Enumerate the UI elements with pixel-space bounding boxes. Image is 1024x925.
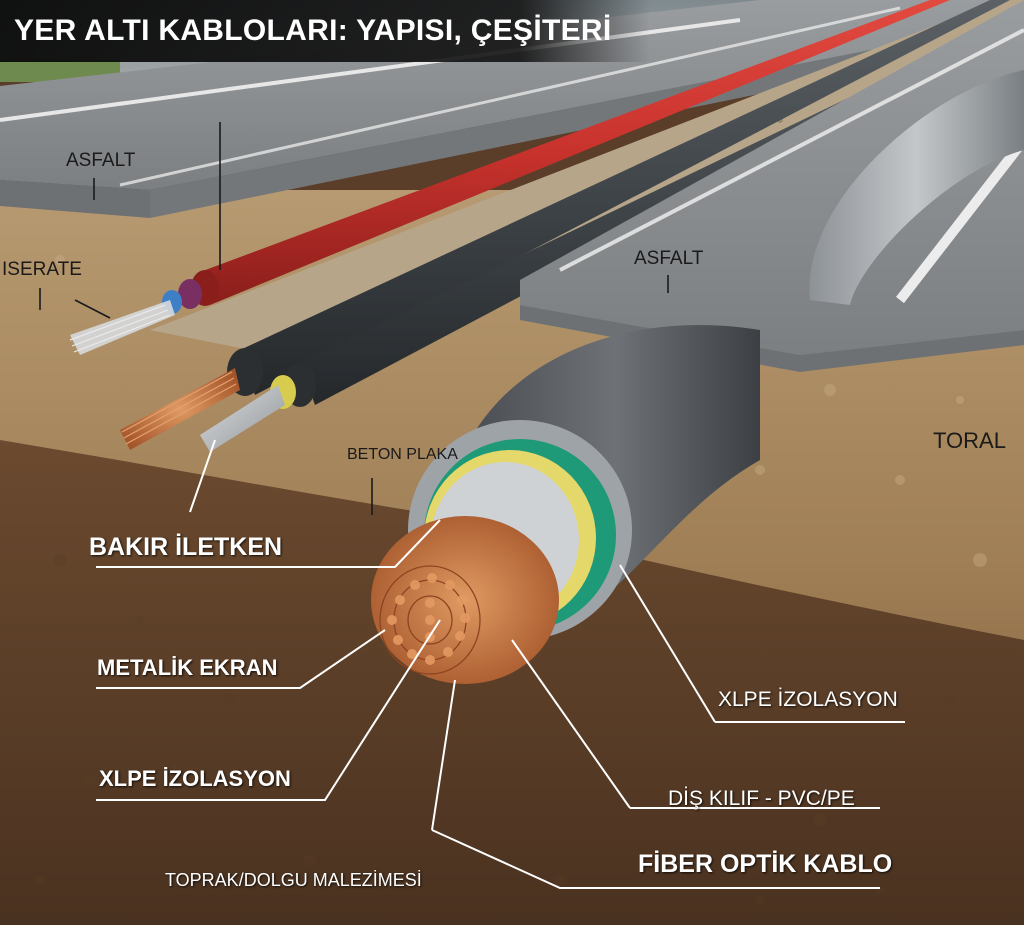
label-toprak-dolgu: TOPRAK/DOLGU MALEZİMESİ xyxy=(165,870,422,890)
label-beton-plaka: BETON PLAKA xyxy=(347,446,458,463)
page-title: YER ALTI KABLOLARI: YAPISI, ÇEŞİTERİ xyxy=(14,14,612,47)
label-iserate: ISERATE xyxy=(2,259,82,280)
label-xlpe-izolasyon-right: XLPE İZOLASYON xyxy=(718,688,898,711)
title-bar xyxy=(0,0,650,62)
label-toral: TORAL xyxy=(933,428,1006,453)
label-fiber-optik: FİBER OPTİK KABLO xyxy=(638,850,893,878)
label-metalik-ekran: METALİK EKRAN xyxy=(97,655,278,680)
label-xlpe-izolasyon-left: XLPE İZOLASYON xyxy=(99,766,291,791)
label-asfalt-right: ASFALT xyxy=(634,248,704,269)
label-asfalt-left: ASFALT xyxy=(66,150,136,171)
label-bakir-iletken: BAKIR İLETKEN xyxy=(89,533,283,561)
label-dis-kilif: DİŞ KILIF - PVC/PE xyxy=(668,787,855,810)
